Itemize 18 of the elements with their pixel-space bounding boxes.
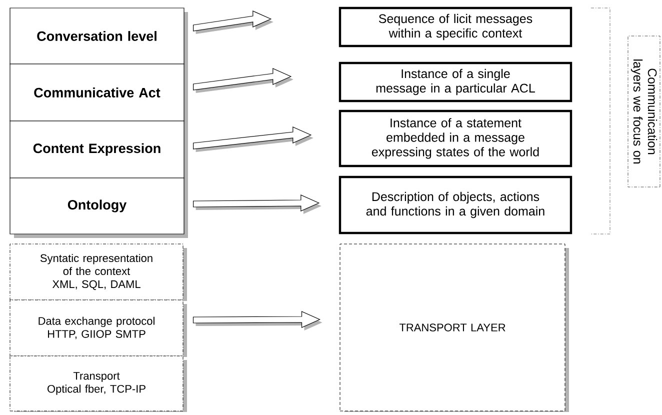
layer-box: Ontology	[10, 178, 188, 238]
layer-box: Content Expression	[10, 120, 188, 182]
description-box: Sequence of licit messages within a specific context	[338, 6, 572, 48]
description-box: Description of objects, actions and functions in a given domain	[338, 176, 572, 234]
layer-box: Data exchange protocol HTTP, GIIOP SMTP	[10, 300, 187, 357]
block-arrow	[193, 194, 322, 214]
layer-box: Transport Optical fber, TCP-IP	[10, 356, 187, 412]
layer-box: Communicative Act	[10, 64, 188, 125]
description-box: Instance of a statement embedded in a message expressing states of the world	[338, 110, 572, 168]
layer-box: Syntatic representation of the context XML, SQL, DAML	[10, 244, 187, 301]
block-arrow	[192, 311, 322, 330]
transport-box: TRANSPORT LAYER	[340, 244, 569, 412]
layer-box: Conversation level	[10, 8, 188, 68]
description-box: Instance of a single message in a particular ACL	[338, 62, 572, 102]
block-arrow	[193, 10, 274, 34]
block-arrow	[193, 126, 314, 152]
focus-label-box: Communication layers we focus on	[628, 36, 660, 188]
block-arrow	[193, 68, 294, 93]
